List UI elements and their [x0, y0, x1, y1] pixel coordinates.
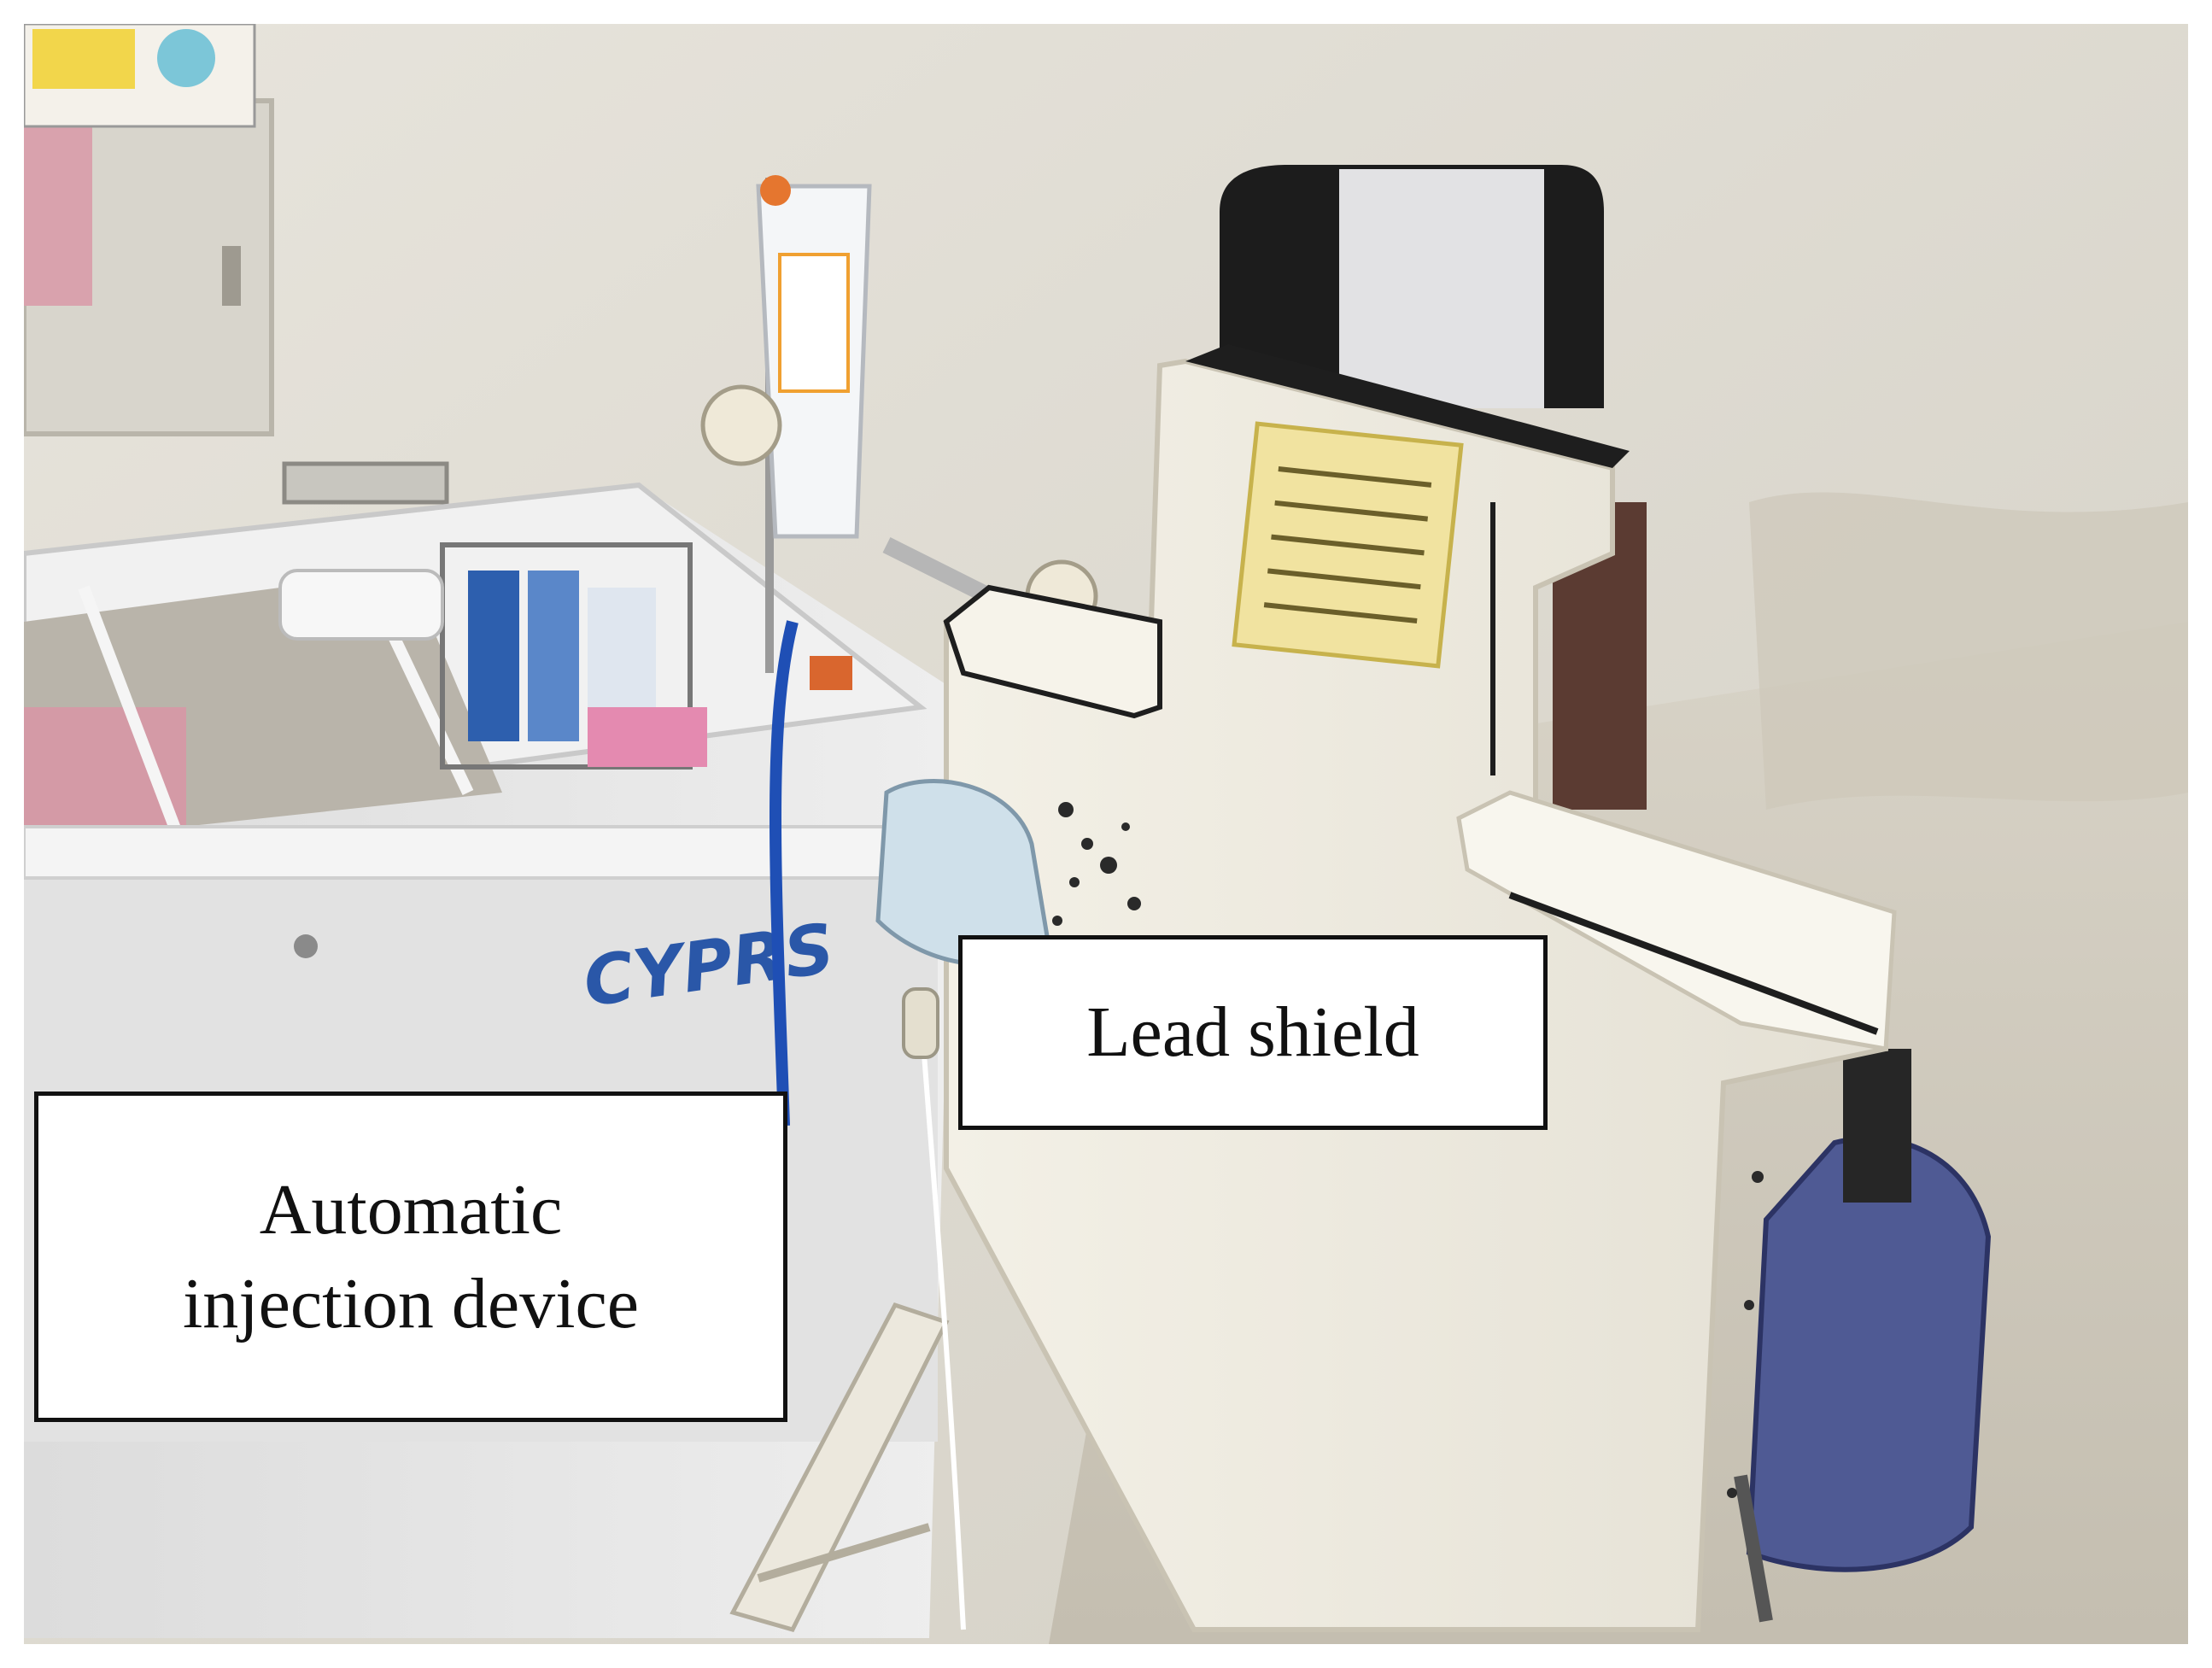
iv-tube: [770, 620, 799, 1127]
stretcher-handle: [282, 461, 449, 505]
supply-basket: [440, 542, 693, 770]
stretcher-rail: [377, 610, 474, 796]
door-panel-pink: [24, 126, 92, 306]
supply-box: [528, 571, 579, 741]
iv-label: [778, 253, 850, 393]
door-hinge: [222, 246, 241, 306]
poster-graphic: [32, 29, 135, 89]
chair-leg: [1734, 1474, 1773, 1623]
stretcher-rail: [78, 585, 184, 838]
shield-leg-brace: [757, 1523, 931, 1583]
wall-stain: [1749, 492, 2188, 810]
lead-shield-step1: [943, 584, 1162, 719]
headrest-cover: [1339, 169, 1544, 408]
roller-wheel: [700, 384, 782, 466]
chair-cushion-blue: [1746, 1135, 1992, 1572]
supply-tray-pink: [588, 707, 707, 767]
tray-white: [278, 569, 444, 641]
power-cable: [918, 1005, 966, 1630]
shield-speckles: [1052, 802, 1764, 1498]
chair-frame: [1843, 1049, 1911, 1203]
supply-box: [468, 571, 519, 741]
injection-device-label: Automatic injection device: [34, 1092, 787, 1422]
lead-shield-label: Lead shield: [958, 935, 1548, 1130]
shield-edge-dark: [1508, 892, 1879, 1035]
iv-clamp-orange: [810, 656, 852, 690]
poster-figure: [157, 29, 215, 87]
lead-shield-top: [1185, 344, 1630, 468]
cable-plug: [902, 987, 939, 1059]
iv-cap: [760, 175, 791, 206]
device-screw: [294, 934, 318, 958]
lead-shield-step2: [1456, 790, 1897, 1051]
injection-device-label-line2: injection device: [182, 1263, 640, 1343]
lead-shield-label-text: Lead shield: [1086, 992, 1419, 1073]
device-rim: [24, 825, 939, 880]
sticker-lines: [1263, 466, 1432, 623]
cushion-pink-left: [24, 707, 186, 835]
injection-device-label-line1: Automatic: [259, 1170, 563, 1250]
